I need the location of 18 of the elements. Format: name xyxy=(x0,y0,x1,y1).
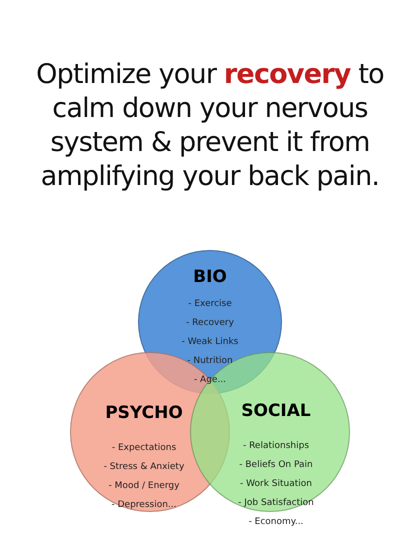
circle-heading: BIO xyxy=(193,267,227,287)
list-item: - Stress & Anxiety xyxy=(104,462,184,473)
list-item: - Economy... xyxy=(248,517,304,528)
list-item: - Nutrition xyxy=(187,356,233,367)
list-item: - Recovery xyxy=(186,318,234,329)
circle-heading: SOCIAL xyxy=(241,401,311,421)
list-item: - Expectations xyxy=(112,443,176,454)
list-item: - Work Situation xyxy=(240,479,312,490)
list-item: - Weak Links xyxy=(182,337,238,348)
title: Optimize your recovery to calm down your nervous system & prevent it from amplifying your back pain. xyxy=(35,58,385,194)
circle-heading: PSYCHO xyxy=(105,403,183,423)
list-item: - Exercise xyxy=(188,299,232,310)
list-item: - Mood / Energy xyxy=(108,481,180,492)
list-item: - Beliefs On Pain xyxy=(239,460,313,471)
list-item: - Relationships xyxy=(242,441,310,452)
list-item: - Job Satisfaction xyxy=(238,498,314,509)
list-item: - Depression... xyxy=(112,500,176,511)
list-item: - Age... xyxy=(194,375,226,386)
